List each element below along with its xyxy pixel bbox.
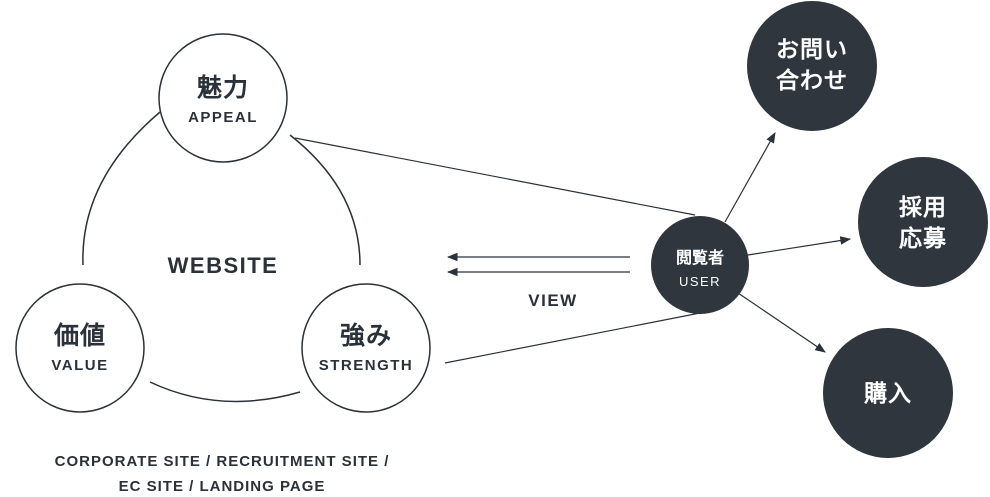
node-strength: 強み STRENGTH	[301, 283, 431, 413]
node-appeal-en: APPEAL	[188, 109, 258, 126]
node-value-en: VALUE	[51, 357, 108, 374]
cycle-arc-appeal-to-strength	[289, 134, 361, 266]
action-recruit-line1: 採用	[899, 195, 947, 221]
node-user-jp: 閲覧者	[676, 248, 724, 267]
node-value: 価値 VALUE	[15, 283, 145, 413]
node-action-recruit: 採用 応募	[858, 157, 988, 287]
arrow-user-to-recruit	[747, 236, 852, 256]
arrow-user-to-inquiry	[724, 132, 776, 223]
node-strength-jp: 強み	[340, 321, 392, 350]
cycle-arc-appeal-to-value	[82, 111, 161, 266]
action-purchase-line1: 購入	[864, 381, 912, 407]
node-action-inquiry: お問い 合わせ	[747, 1, 877, 131]
node-appeal: 魅力 APPEAL	[158, 33, 288, 163]
view-label: VIEW	[528, 291, 577, 310]
cycle-arc-value-to-strength	[149, 381, 301, 403]
node-appeal-jp: 魅力	[197, 73, 249, 102]
connector-appeal-to-user	[294, 137, 696, 216]
node-user: 閲覧者 USER	[651, 216, 749, 314]
node-user-en: USER	[679, 274, 721, 289]
website-label: WEBSITE	[168, 253, 279, 278]
action-inquiry-line2: 合わせ	[776, 67, 848, 94]
caption-line-2: EC SITE / LANDING PAGE	[119, 478, 326, 495]
caption-line-1: CORPORATE SITE / RECRUITMENT SITE /	[55, 453, 390, 470]
node-action-purchase: 購入	[823, 328, 953, 458]
arrow-user-to-purchase	[737, 292, 826, 353]
node-value-jp: 価値	[53, 321, 106, 350]
action-recruit-line2: 応募	[899, 225, 947, 252]
node-strength-en: STRENGTH	[319, 357, 414, 374]
action-inquiry-line1: お問い	[776, 37, 848, 63]
connector-strength-to-user	[444, 312, 701, 364]
